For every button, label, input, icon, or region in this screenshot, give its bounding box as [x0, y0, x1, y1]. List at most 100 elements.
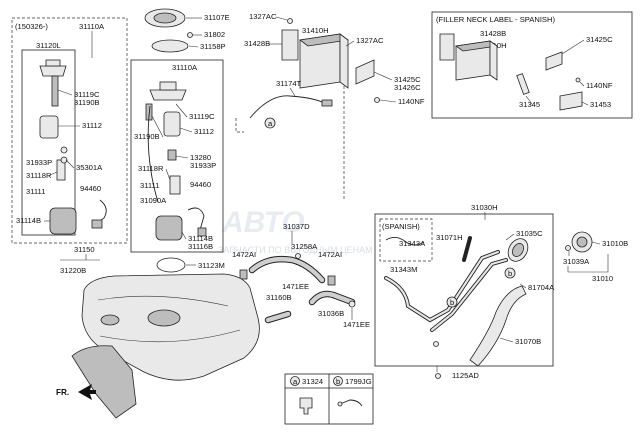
pump-gasket [151, 39, 189, 53]
strainer-left [49, 207, 77, 235]
label-1472AI-a: 1472AI [232, 250, 256, 259]
filler-label-frame [431, 11, 633, 119]
hose-group: 31037D 31258A 1472AI 1472AI 1471EE 31160… [232, 117, 370, 329]
label-31039A: 31039A [563, 257, 590, 266]
label-31112-left: 31112 [82, 121, 102, 130]
label-31120L: 31120L [36, 41, 61, 50]
legend-a-code: 31324 [302, 377, 323, 386]
filler-protector [469, 285, 527, 367]
callout-b-2-letter: b [508, 269, 512, 278]
pump-module-left [39, 115, 59, 139]
front-arrow-icon [78, 384, 96, 400]
label-31118R-mid: 31118R [138, 164, 164, 173]
legend-a-symbol: a [293, 377, 298, 386]
canister-mount [355, 59, 375, 85]
label-31110A-mid: 31110A [172, 63, 198, 72]
callout-a [264, 117, 276, 129]
label-31119C-left: 31119C [74, 90, 100, 99]
fuel-door-group: 31010B 31039A 31010 [563, 231, 628, 283]
canister-bracket [281, 29, 299, 61]
label-31035C: 31035C [516, 229, 543, 238]
filler-neck-label-box: (FILLER NECK LABEL - SPANISH) 31428B 314… [431, 11, 633, 119]
filler-neck-frame [374, 213, 554, 367]
label-31071H: 31071H [436, 233, 463, 242]
label-1140NF: 1140NF [398, 97, 425, 106]
label-13280: 13280 [190, 153, 211, 162]
label-31114B-left: 31114B [16, 216, 41, 225]
label-31453: 31453 [590, 100, 611, 109]
callout-b-1-letter: b [450, 298, 454, 307]
label-31933P-left: 31933P [26, 158, 52, 167]
label-31160B: 31160B [266, 293, 292, 302]
left-inner-frame [21, 49, 76, 236]
label-94460-mid: 94460 [190, 180, 211, 189]
label-31220B: 31220B [60, 266, 86, 275]
spanish-box-header: (SPANISH) [382, 222, 420, 231]
label-1471EE-a: 1471EE [282, 282, 309, 291]
watermark-subtext: ЗАПЧАСТИ ПО ВЫГОДНЫМ ЦЕНАМ [218, 245, 373, 255]
legend-b-code: 1799JG [345, 377, 372, 386]
label-31090A: 31090A [140, 196, 167, 205]
vent-tube [249, 95, 329, 119]
label-31037D: 31037D [283, 222, 310, 231]
label-31010: 31010 [592, 274, 613, 283]
label-31123M: 31123M [198, 261, 225, 270]
watermark: АВТО ЗАПЧАСТИ ПО ВЫГОДНЫМ ЦЕНАМ [218, 206, 373, 255]
filler-pipe [384, 250, 500, 323]
canister-group: 1327AC 31410H 31428B 1327AC 31174T 31425… [235, 12, 425, 201]
label-31107E: 31107E [204, 13, 230, 22]
label-31114B-mid: 31114B [188, 234, 213, 243]
label-31116B: 31116B [188, 242, 213, 251]
label-31010B: 31010B [602, 239, 628, 248]
legend-b-symbol: b [336, 377, 340, 386]
clip-31324-icon [299, 397, 313, 415]
label-31150: 31150 [74, 245, 95, 254]
label-31112-mid: 31112 [194, 127, 214, 136]
left-dashed-frame [11, 17, 128, 244]
spanish-dashed-frame [379, 218, 433, 262]
fuel-tank-group: 31150 31220B 31123M FR. [56, 245, 260, 419]
label-1471EE-b: 1471EE [343, 320, 370, 329]
label-31174T: 31174T [276, 79, 302, 88]
label-1140NF-f: 1140NF [586, 81, 613, 90]
label-31428B-f: 31428B [480, 29, 506, 38]
label-31410H: 31410H [302, 26, 329, 35]
label-1472AI-b: 1472AI [318, 250, 342, 259]
label-81704A: 81704A [528, 283, 555, 292]
front-indicator-label: FR. [56, 388, 69, 397]
label-31119C-mid: 31119C [189, 112, 215, 121]
label-31190B-mid: 31190B [134, 132, 160, 141]
middle-inner-frame [130, 59, 224, 253]
label-1327AC-a: 1327AC [249, 12, 277, 21]
label-31258A: 31258A [291, 242, 318, 251]
filler-neck-box: 31030H (SPANISH) 31343A 31071H 31035C 31… [374, 203, 555, 380]
tank-heat-shield [71, 345, 137, 419]
callout-a-letter: a [268, 119, 273, 128]
label-31343M: 31343M [390, 265, 417, 274]
label-94460-left: 94460 [80, 184, 101, 193]
label-31118R-left: 31118R [26, 171, 52, 180]
middle-pump-assembly-box: 31107E 31802 31158P 31110A 31119C 31190B… [130, 8, 230, 253]
clamp-1799JG-icon [339, 399, 363, 407]
left-pump-assembly-box: (150326-) 31110A 31120L 31119C 31190B 31… [11, 17, 128, 244]
label-31802: 31802 [204, 30, 225, 39]
watermark-text: АВТО [221, 206, 305, 239]
label-31030H: 31030H [471, 203, 498, 212]
label-31110A-top: 31110A [79, 22, 105, 31]
label-31190B-left: 31190B [74, 98, 100, 107]
label-31345: 31345 [519, 100, 540, 109]
pump-flange-mid [149, 89, 187, 101]
left-box-header: (150326-) [15, 22, 48, 31]
label-31158P: 31158P [200, 42, 226, 51]
label-31070B: 31070B [515, 337, 541, 346]
pump-flange-left [39, 65, 67, 77]
label-31036B: 31036B [318, 309, 344, 318]
filler-box-header: (FILLER NECK LABEL - SPANISH) [436, 15, 555, 24]
label-1327AC-b: 1327AC [356, 36, 384, 45]
label-31111-mid: 31111 [140, 181, 159, 190]
label-31933P-mid: 31933P [190, 161, 216, 170]
label-31426C: 31426C [394, 83, 421, 92]
label-31111-left: 31111 [26, 187, 45, 196]
label-31428B: 31428B [244, 39, 270, 48]
label-31343A: 31343A [399, 239, 426, 248]
